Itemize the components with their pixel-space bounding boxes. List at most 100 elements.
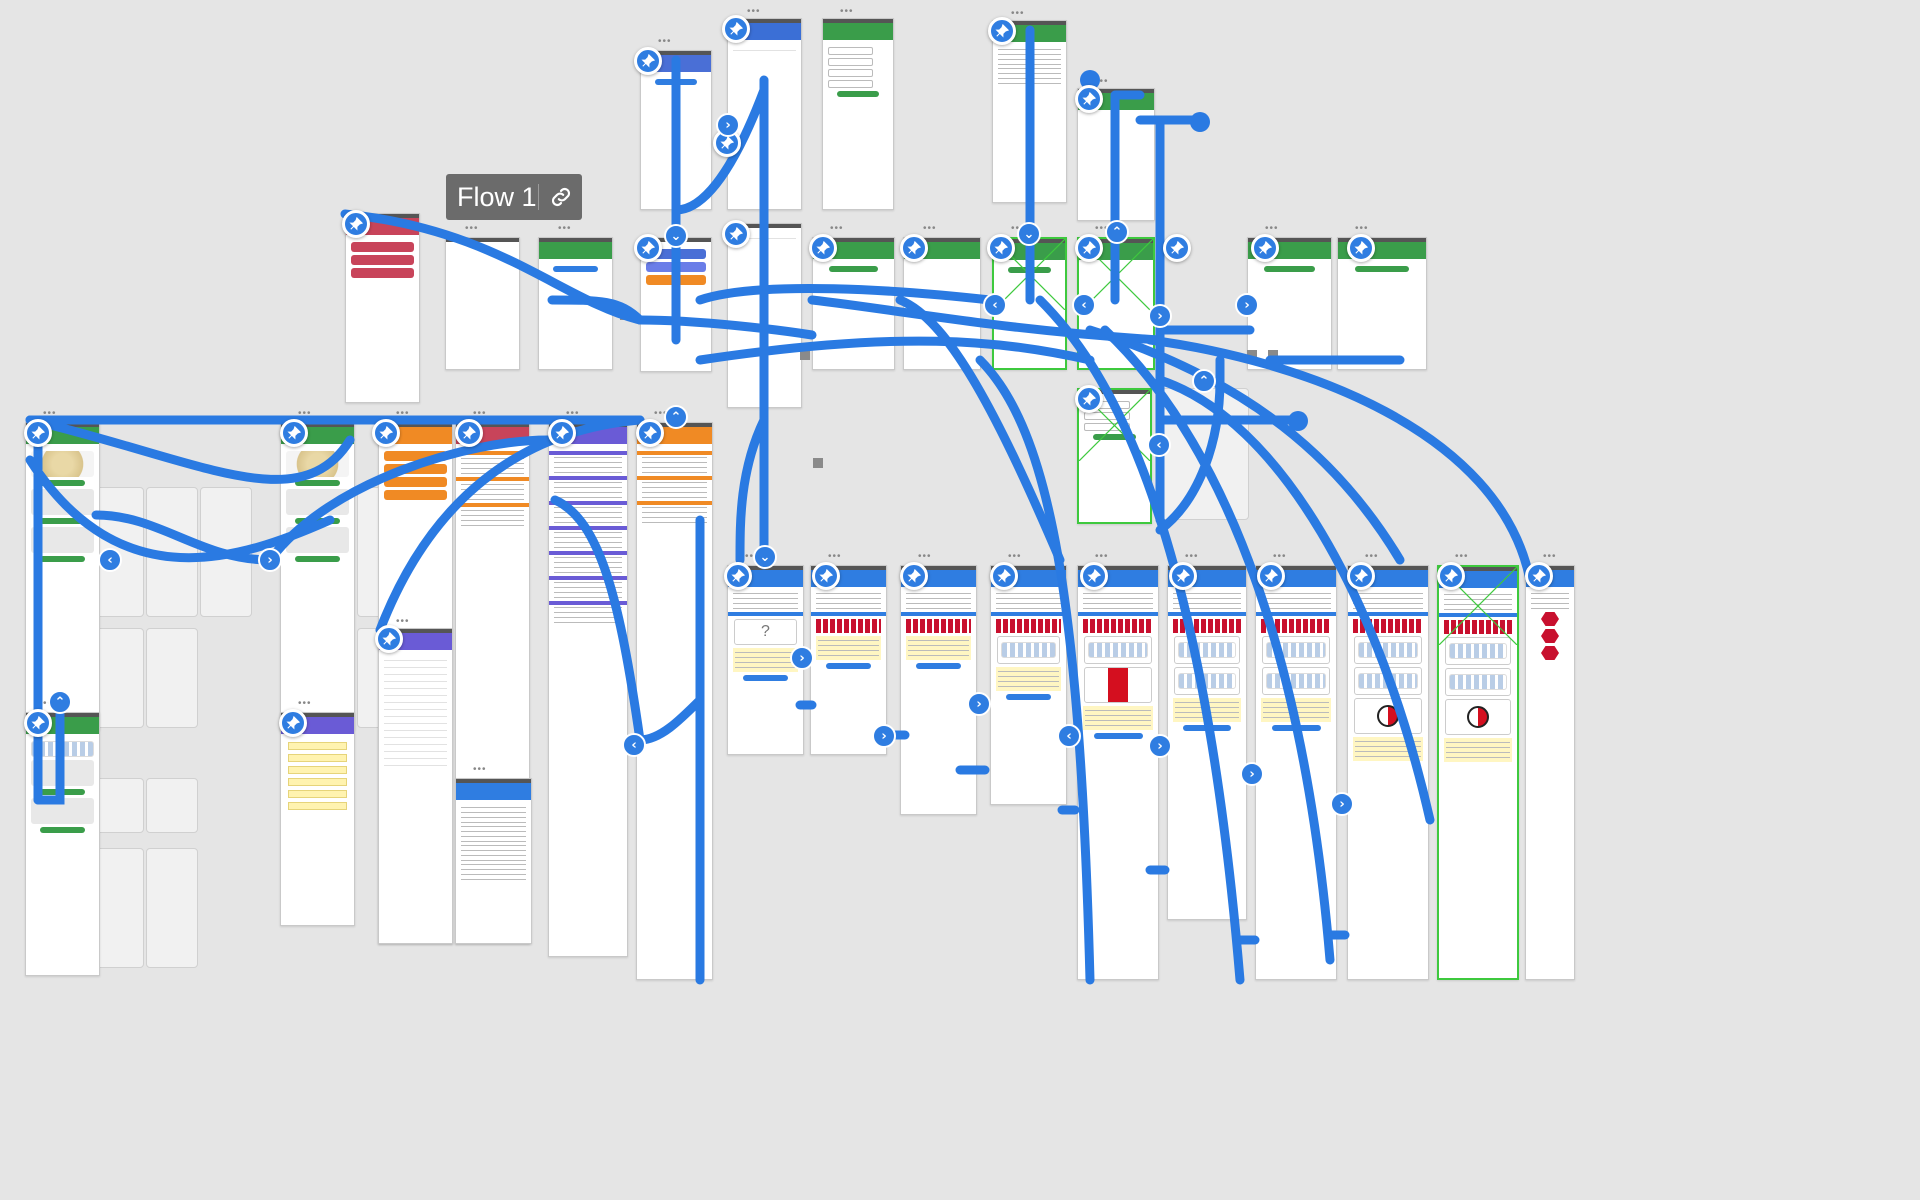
- menu-button[interactable]: [384, 464, 447, 474]
- screen-frame[interactable]: [1347, 565, 1429, 980]
- show-sugar-button[interactable]: [295, 480, 340, 486]
- chevron-connector-icon[interactable]: ‹: [1057, 724, 1081, 748]
- frame-options-icon[interactable]: •••: [1008, 551, 1022, 562]
- chevron-connector-icon[interactable]: ›: [872, 724, 896, 748]
- frame-options-icon[interactable]: •••: [1095, 223, 1109, 234]
- chevron-connector-icon[interactable]: ›: [1330, 792, 1354, 816]
- menu-button[interactable]: [384, 477, 447, 487]
- primary-button[interactable]: [1093, 733, 1143, 739]
- frame-options-icon[interactable]: •••: [1365, 551, 1379, 562]
- pin-marker[interactable]: [722, 220, 750, 248]
- text-field[interactable]: [828, 69, 873, 77]
- anchor-square[interactable]: [1268, 350, 1278, 360]
- anchor-square[interactable]: [800, 350, 810, 360]
- primary-button[interactable]: [1263, 266, 1316, 272]
- pin-marker[interactable]: [279, 709, 307, 737]
- screen-frame[interactable]: [538, 237, 613, 370]
- recipe-chip[interactable]: [288, 802, 347, 810]
- chevron-connector-icon[interactable]: ‹: [1147, 433, 1171, 457]
- show-sugar-button[interactable]: [40, 480, 85, 486]
- screen-frame[interactable]: [810, 565, 887, 755]
- link-icon[interactable]: [539, 184, 582, 210]
- frame-options-icon[interactable]: •••: [1355, 223, 1369, 234]
- list-item[interactable]: [384, 745, 447, 752]
- frame-options-icon[interactable]: •••: [465, 223, 479, 234]
- screen-frame[interactable]: [345, 213, 420, 403]
- flow-label-chip[interactable]: Flow 1: [446, 174, 582, 220]
- list-item[interactable]: [384, 703, 447, 710]
- list-item[interactable]: [384, 696, 447, 703]
- screen-frame[interactable]: [280, 712, 355, 926]
- connector-endpoint[interactable]: [1288, 411, 1308, 431]
- list-item[interactable]: [384, 675, 447, 682]
- screen-frame[interactable]: [636, 422, 713, 980]
- pin-marker[interactable]: [280, 419, 308, 447]
- pin-marker[interactable]: [988, 17, 1016, 45]
- frame-options-icon[interactable]: •••: [396, 616, 410, 627]
- anchor-square[interactable]: [813, 458, 823, 468]
- screen-frame[interactable]: [1255, 565, 1337, 980]
- list-item[interactable]: [384, 661, 447, 668]
- text-field[interactable]: [1084, 412, 1130, 420]
- show-sugar-button[interactable]: [40, 789, 85, 795]
- screen-frame[interactable]: [1167, 565, 1247, 920]
- pin-marker[interactable]: [375, 625, 403, 653]
- pin-marker[interactable]: [1347, 562, 1375, 590]
- pin-marker[interactable]: [1251, 234, 1279, 262]
- module-button[interactable]: [646, 262, 706, 272]
- chevron-connector-icon[interactable]: ‹: [1072, 293, 1096, 317]
- chevron-connector-icon[interactable]: ›: [258, 548, 282, 572]
- chevron-connector-icon[interactable]: ›: [1148, 734, 1172, 758]
- screen-frame[interactable]: [548, 422, 628, 957]
- primary-button[interactable]: [915, 663, 962, 669]
- list-item[interactable]: [384, 724, 447, 731]
- recipe-chip[interactable]: [288, 742, 347, 750]
- list-item[interactable]: [384, 668, 447, 675]
- chevron-connector-icon[interactable]: ⌃: [664, 405, 688, 429]
- show-sugar-button[interactable]: [295, 518, 340, 524]
- primary-button[interactable]: [828, 266, 879, 272]
- pin-marker[interactable]: [724, 562, 752, 590]
- primary-button[interactable]: [553, 266, 598, 272]
- frame-options-icon[interactable]: •••: [747, 6, 761, 17]
- chevron-connector-icon[interactable]: ›: [967, 692, 991, 716]
- connector-endpoint[interactable]: [1190, 112, 1210, 132]
- chevron-connector-icon[interactable]: ›: [1240, 762, 1264, 786]
- pin-marker[interactable]: [1437, 562, 1465, 590]
- screen-frame[interactable]: [727, 223, 802, 408]
- anchor-square[interactable]: [1247, 350, 1257, 360]
- pin-marker[interactable]: [372, 419, 400, 447]
- frame-options-icon[interactable]: •••: [558, 223, 572, 234]
- screen-frame[interactable]: [280, 422, 355, 730]
- chevron-connector-icon[interactable]: ›: [716, 113, 740, 137]
- pin-marker[interactable]: [24, 419, 52, 447]
- primary-button[interactable]: [655, 79, 697, 85]
- module-button[interactable]: [646, 275, 706, 285]
- show-sugar-button[interactable]: [40, 556, 85, 562]
- frame-options-icon[interactable]: •••: [1265, 223, 1279, 234]
- primary-button[interactable]: [1093, 434, 1136, 440]
- screen-frame[interactable]: [25, 422, 100, 730]
- chevron-connector-icon[interactable]: ‹: [98, 548, 122, 572]
- frame-options-icon[interactable]: •••: [918, 551, 932, 562]
- frame-options-icon[interactable]: •••: [298, 698, 312, 709]
- pin-marker[interactable]: [548, 419, 576, 447]
- pin-marker[interactable]: [1257, 562, 1285, 590]
- pin-marker[interactable]: [342, 210, 370, 238]
- pin-marker[interactable]: [636, 419, 664, 447]
- recipe-chip[interactable]: [288, 778, 347, 786]
- screen-frame[interactable]: [455, 778, 532, 944]
- screen-frame[interactable]: [1077, 565, 1159, 980]
- chevron-connector-icon[interactable]: ⌄: [664, 224, 688, 248]
- primary-button[interactable]: [825, 663, 872, 669]
- primary-button[interactable]: [742, 675, 789, 681]
- frame-options-icon[interactable]: •••: [566, 408, 580, 419]
- menu-button[interactable]: [384, 490, 447, 500]
- text-field[interactable]: [828, 47, 873, 55]
- screen-frame[interactable]: [445, 237, 520, 370]
- frame-options-icon[interactable]: •••: [658, 36, 672, 47]
- pin-marker[interactable]: [1525, 562, 1553, 590]
- primary-button[interactable]: [1354, 266, 1410, 272]
- pin-marker[interactable]: [634, 47, 662, 75]
- chevron-connector-icon[interactable]: ›: [1148, 304, 1172, 328]
